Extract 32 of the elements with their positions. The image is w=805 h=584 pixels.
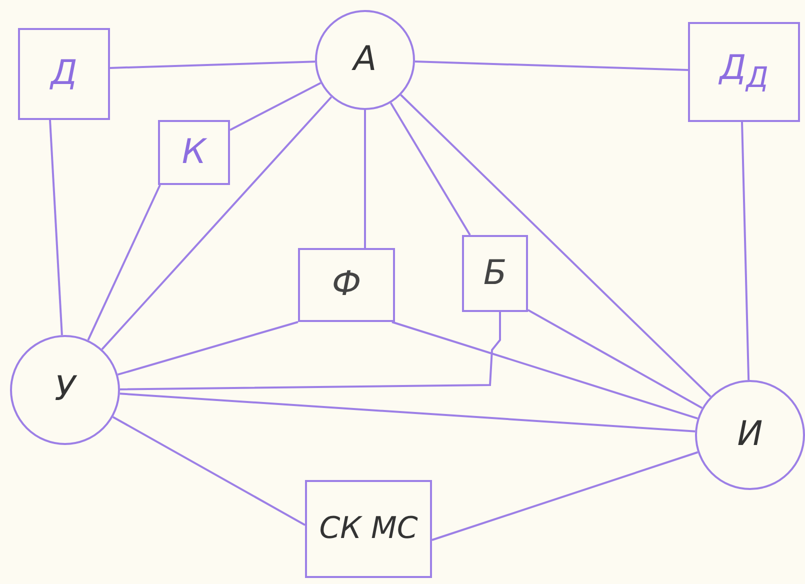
node-label: СК МС: [319, 513, 418, 545]
connector-line: [112, 416, 306, 526]
node-label: Д: [50, 56, 78, 92]
box-node: [298, 248, 395, 322]
connector-line: [364, 110, 366, 248]
connector-line: [741, 122, 750, 380]
node-label: А: [353, 42, 377, 78]
connector-line: [400, 94, 712, 398]
node-label: Д$_{Д}$: [720, 51, 768, 93]
connector-line: [414, 60, 688, 71]
box-node: [688, 22, 800, 122]
node-label: Ф: [332, 267, 362, 303]
node-label: У: [54, 372, 76, 408]
connector-line: [120, 392, 696, 432]
box-node: [462, 235, 528, 312]
node-label: К: [182, 134, 206, 170]
connector-line: [390, 102, 471, 236]
connector-line: [49, 120, 63, 336]
connector-line: [528, 309, 703, 409]
connector-line: [120, 312, 501, 390]
connector-line: [392, 321, 698, 420]
connector-line: [118, 321, 298, 376]
connector-line: [230, 82, 322, 131]
connector-line: [432, 451, 698, 541]
box-node: [18, 28, 110, 120]
connector-line: [110, 60, 316, 69]
node-label: И: [737, 417, 763, 453]
connector-line: [101, 96, 332, 350]
connector-line: [87, 184, 161, 341]
box-node: [305, 480, 432, 578]
box-node: [158, 120, 230, 185]
node-label: Б: [483, 256, 507, 292]
